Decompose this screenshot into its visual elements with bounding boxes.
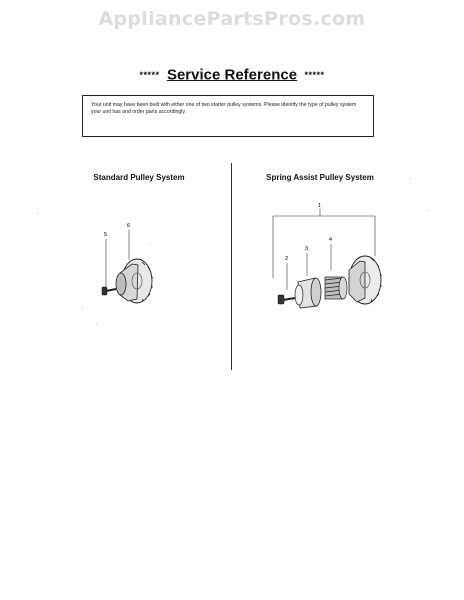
scan-speck [150,243,151,244]
watermark: AppliancePartsPros.com [98,8,366,30]
bolt-part [277,294,296,305]
stars-left: ***** [139,69,160,80]
spring-assist-diagram: 1 2 3 4 [272,203,383,309]
column-divider [231,163,232,370]
notice-text: Your unit may have been built with eithe… [91,102,357,115]
page-title-row: ***** Service Reference ***** [0,66,464,84]
scan-speck [82,308,83,309]
callout-2: 2 [285,256,288,262]
stars-right: ***** [304,69,325,80]
spring-assist-heading: Spring Assist Pulley System [266,173,374,182]
scan-speck [428,210,429,211]
standard-pulley-diagram: 5 6 [101,223,154,304]
spring-part [324,276,348,300]
scan-speck [410,178,411,179]
bolt-part [101,286,117,296]
scan-speck [37,213,38,214]
page-title: Service Reference [166,66,298,84]
pulley-part [348,255,383,305]
callout-1: 1 [318,203,321,209]
pulley-part [115,258,154,304]
scan-speck [96,324,97,325]
callout-5: 5 [104,232,107,238]
hub-part [294,277,322,309]
callout-4: 4 [329,237,332,243]
notice-box: Your unit may have been built with eithe… [82,95,374,137]
callout-6: 6 [127,223,130,229]
callout-3: 3 [305,246,308,252]
standard-pulley-heading: Standard Pulley System [93,173,185,182]
